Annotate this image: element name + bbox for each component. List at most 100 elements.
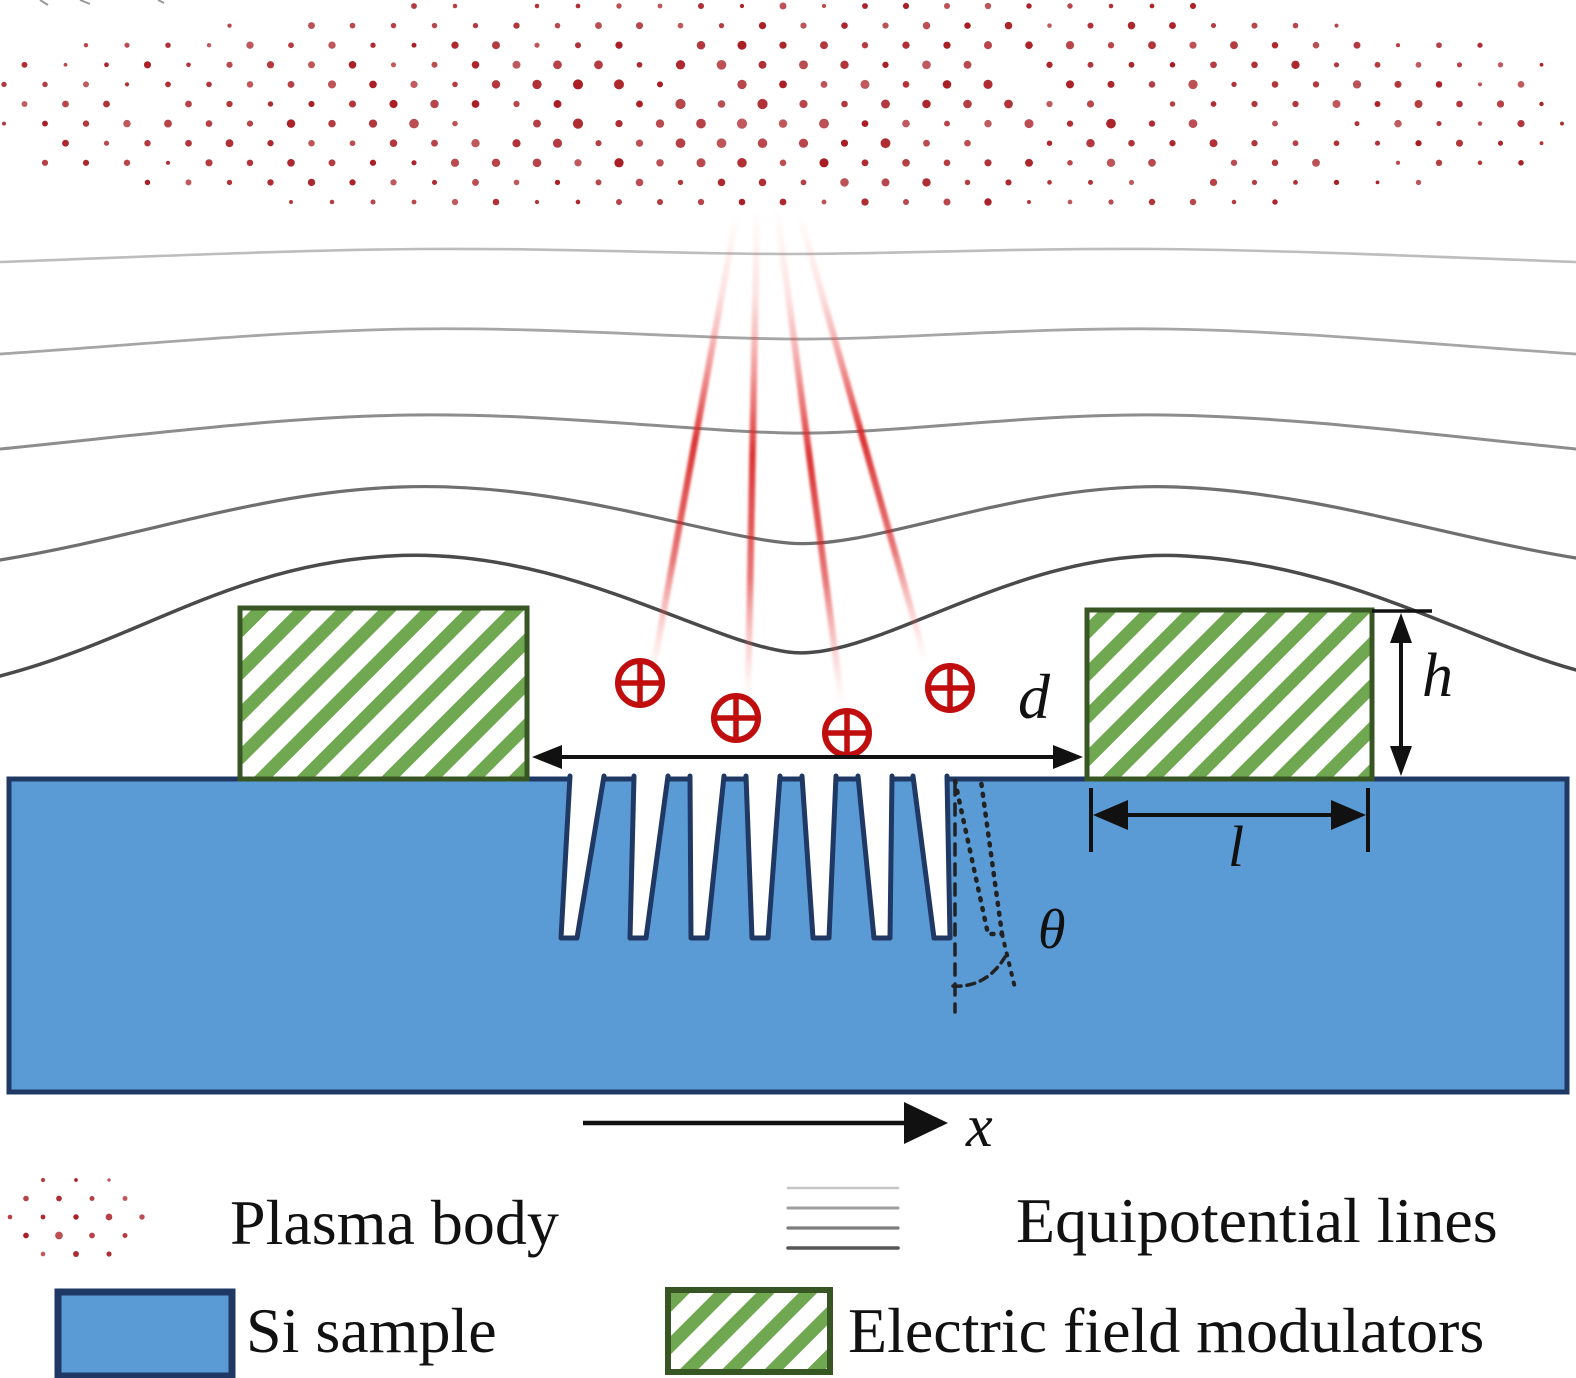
plasma-dot — [1047, 23, 1052, 28]
legend-label-equipotential-lines: Equipotential lines — [1016, 1185, 1498, 1256]
plasma-dot — [1354, 121, 1360, 127]
trench-3 — [687, 773, 727, 941]
plasma-dot — [1026, 199, 1032, 205]
plasma-dot — [165, 160, 171, 165]
plasma-dot — [800, 179, 807, 186]
d-arrowhead-right — [1053, 745, 1083, 769]
plasma-dot — [1271, 159, 1279, 167]
plasma-dot — [107, 1178, 111, 1182]
plasma-dot — [1189, 198, 1197, 206]
plasma-dot — [1209, 178, 1218, 187]
theta-angle-arc — [951, 955, 1007, 988]
plasma-dot — [943, 2, 951, 10]
plasma-dot — [902, 81, 910, 88]
plasma-dot — [1333, 179, 1340, 186]
plasma-dot — [123, 119, 131, 128]
legend-label-plasma-body: Plasma body — [230, 1187, 559, 1258]
plasma-dot — [185, 139, 192, 147]
plasma-dot — [40, 1177, 46, 1183]
plasma-dot — [840, 60, 849, 69]
plasma-dot — [122, 1196, 128, 1201]
plasma-dot — [1435, 159, 1443, 166]
plasma-dot — [861, 120, 869, 127]
plasma-dot — [798, 138, 809, 148]
plasma-dot — [758, 60, 767, 69]
plasma-dot — [21, 61, 28, 68]
plasma-dot — [89, 1196, 95, 1201]
plasma-dot — [329, 199, 335, 205]
plasma-dot — [23, 1232, 29, 1239]
plasma-dot — [1497, 62, 1504, 68]
plasma-dot — [349, 100, 356, 108]
plasma-dot — [1067, 160, 1073, 166]
ion-beam-3 — [773, 206, 846, 709]
plasma-dot — [1231, 81, 1237, 88]
plasma-dot — [1477, 42, 1483, 48]
plasma-dot — [390, 22, 397, 29]
plasma-dot — [288, 42, 294, 49]
plasma-dot — [1251, 61, 1258, 69]
plasma-dot — [491, 80, 501, 89]
plasma-dot — [328, 119, 336, 128]
plasma-dot — [327, 80, 337, 89]
plasma-dot — [349, 22, 356, 29]
plasma-dot — [922, 99, 931, 109]
l-dimension — [1089, 788, 1370, 852]
ion-beam-1 — [648, 208, 741, 679]
plasma-dot — [389, 139, 398, 147]
plasma-dot — [1291, 60, 1300, 69]
plasma-dot — [882, 22, 889, 29]
plasma-dot — [1477, 121, 1483, 126]
plasma-dot — [308, 61, 315, 69]
plasma-dot — [370, 199, 376, 205]
equipotential-line-4 — [0, 484, 1576, 562]
plasma-dot — [779, 2, 787, 10]
right-field-modulator — [1084, 607, 1375, 782]
plasma-dot — [226, 61, 233, 68]
plasma-dot — [1024, 119, 1034, 129]
plasma-dot — [616, 3, 622, 9]
l-arrowhead-right — [1331, 800, 1366, 830]
plasma-dot — [164, 119, 172, 128]
plasma-dot — [1414, 100, 1423, 108]
plasma-dot — [288, 199, 294, 205]
plasma-dot — [411, 199, 417, 205]
plasma-dot — [1312, 158, 1320, 167]
plasma-dot — [1271, 81, 1279, 88]
plasma-body-dots — [1, 2, 1564, 206]
plasma-dot — [1148, 120, 1156, 127]
plasma-dot — [1066, 120, 1074, 127]
plasma-dot — [83, 43, 89, 48]
plasma-dot — [73, 1251, 79, 1257]
trench-4 — [743, 773, 783, 941]
plasma-dot — [902, 119, 910, 128]
plasma-dot — [1456, 62, 1463, 68]
plasma-dot — [1046, 61, 1053, 68]
plasma-dot — [246, 159, 254, 167]
plasma-dot — [1395, 43, 1401, 48]
plasma-dot — [736, 118, 748, 129]
plasma-dot — [246, 81, 254, 88]
plasma-dot — [1375, 180, 1380, 185]
plasma-dot — [1189, 2, 1197, 10]
plasma-dot — [1, 81, 7, 88]
plasma-dot — [595, 140, 602, 147]
plasma-dot — [1251, 100, 1258, 108]
plasma-dot — [532, 158, 542, 168]
equipotential-line-1 — [0, 247, 1576, 264]
plasma-dot — [1210, 101, 1217, 107]
plasma-dot — [267, 140, 274, 147]
tilted-trench-construction — [951, 778, 1017, 1014]
plasma-dot — [943, 41, 951, 49]
plasma-dot — [696, 40, 706, 50]
plasma-dot — [1334, 23, 1339, 28]
plasma-dot — [964, 22, 971, 29]
plasma-dot — [1496, 100, 1505, 108]
plasma-dot — [1127, 21, 1136, 30]
plasma-dot — [1272, 199, 1278, 205]
plasma-dot — [595, 22, 602, 30]
plasma-dot — [819, 158, 829, 168]
plasma-dot — [1455, 139, 1464, 147]
theta-label: θ — [1038, 899, 1066, 961]
